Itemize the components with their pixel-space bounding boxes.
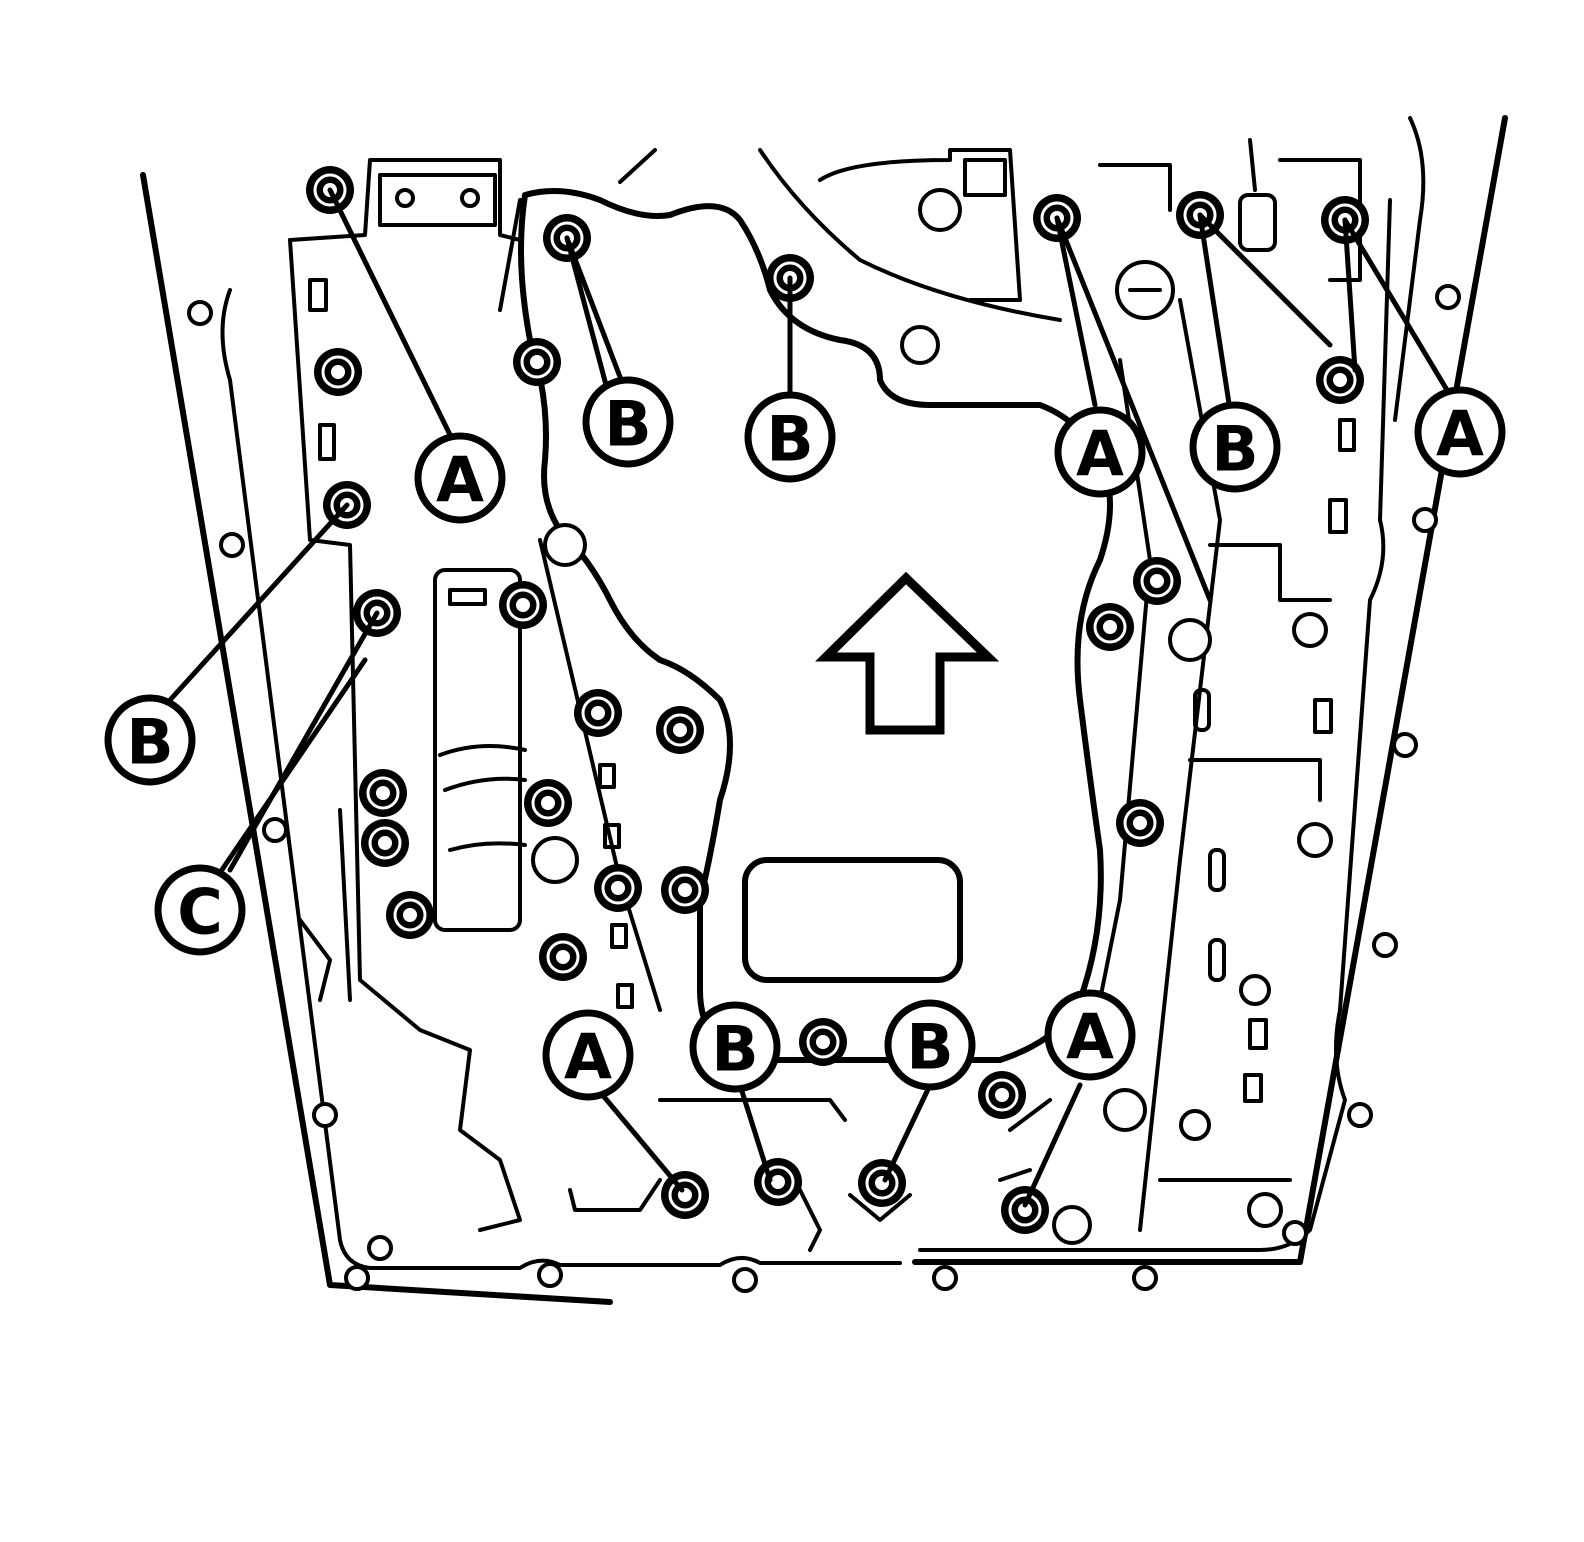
gasket-hole bbox=[219, 532, 245, 558]
callout-label: B bbox=[126, 706, 173, 779]
callout-label: A bbox=[1436, 398, 1484, 471]
gasket-hole bbox=[932, 1265, 958, 1291]
callout-b4: B bbox=[104, 694, 196, 786]
callout-a4: A bbox=[542, 1009, 634, 1101]
bolt-icon bbox=[799, 1018, 847, 1066]
bolts bbox=[306, 166, 1369, 1234]
bolt-icon bbox=[513, 338, 561, 386]
bolt-icon bbox=[539, 933, 587, 981]
left-side-components bbox=[288, 158, 962, 1232]
callout-b5: B bbox=[689, 1001, 781, 1093]
housing-outline bbox=[140, 115, 1508, 1305]
callout-circle bbox=[582, 376, 674, 468]
gasket-hole bbox=[732, 1267, 758, 1293]
callout-circle bbox=[884, 999, 976, 1091]
callout-circle bbox=[1189, 401, 1281, 493]
bolt-icon bbox=[594, 864, 642, 912]
callout-circle bbox=[414, 432, 506, 524]
callout-circle bbox=[1414, 386, 1506, 478]
callout-label: B bbox=[711, 1013, 758, 1086]
gasket-hole bbox=[1435, 284, 1461, 310]
bolt-icon bbox=[359, 769, 407, 817]
gasket-hole bbox=[1392, 732, 1418, 758]
callout-a2: A bbox=[1054, 406, 1146, 498]
left-bracket bbox=[378, 173, 497, 227]
callout-b2: B bbox=[744, 391, 836, 483]
callout-label: B bbox=[906, 1011, 953, 1084]
callout-circle bbox=[154, 864, 246, 956]
callout-c1: C bbox=[154, 864, 246, 956]
callout-circle bbox=[1044, 989, 1136, 1081]
gasket-hole bbox=[367, 1235, 393, 1261]
callout-a3: A bbox=[1414, 386, 1506, 478]
callout-b1: B bbox=[582, 376, 674, 468]
gasket-hole bbox=[537, 1262, 563, 1288]
callout-labels: A B B A B A B C A B B A bbox=[104, 376, 1506, 1101]
callout-circle bbox=[744, 391, 836, 483]
gasket-hole bbox=[344, 1265, 370, 1291]
callout-label: A bbox=[564, 1021, 612, 1094]
callout-circle bbox=[689, 1001, 781, 1093]
inspection-window bbox=[742, 857, 963, 983]
gasket-hole bbox=[1372, 932, 1398, 958]
callout-label: A bbox=[436, 444, 484, 517]
callout-label: A bbox=[1076, 418, 1124, 491]
bolt-icon bbox=[1116, 799, 1164, 847]
leader-lines bbox=[167, 187, 1453, 1208]
callout-circle bbox=[104, 694, 196, 786]
callout-label: B bbox=[1211, 413, 1258, 486]
callout-circle bbox=[1054, 406, 1146, 498]
gasket-hole bbox=[1347, 1102, 1373, 1128]
bolt-icon bbox=[661, 866, 709, 914]
gasket-hole bbox=[312, 1102, 338, 1128]
bolt-icon bbox=[1316, 356, 1364, 404]
bolt-icon bbox=[314, 348, 362, 396]
bolt-icon bbox=[754, 1158, 802, 1206]
bottom-components bbox=[568, 1098, 1052, 1252]
callout-label: B bbox=[604, 388, 651, 461]
bolt-icon bbox=[1086, 603, 1134, 651]
gasket-holes bbox=[187, 284, 1461, 1293]
up-arrow-icon bbox=[815, 571, 1000, 735]
callout-b6: B bbox=[884, 999, 976, 1091]
gasket-hole bbox=[187, 300, 213, 326]
bolt-icon bbox=[574, 689, 622, 737]
gasket-hole bbox=[1412, 507, 1438, 533]
right-connector bbox=[1238, 193, 1277, 252]
bolt-icon bbox=[656, 706, 704, 754]
callout-label: A bbox=[1066, 1001, 1114, 1074]
bolt-icon bbox=[858, 1159, 906, 1207]
callout-a5: A bbox=[1044, 989, 1136, 1081]
callout-label: B bbox=[766, 403, 813, 476]
bolt-icon bbox=[661, 1171, 709, 1219]
bolt-icon bbox=[978, 1071, 1026, 1119]
gasket-hole bbox=[1132, 1265, 1158, 1291]
right-side-components bbox=[818, 138, 1362, 1245]
bolt-icon bbox=[361, 819, 409, 867]
bolt-icon bbox=[499, 581, 547, 629]
gasket-hole bbox=[262, 817, 288, 843]
callout-label: C bbox=[177, 876, 223, 949]
bolt-icon bbox=[386, 891, 434, 939]
callout-a1: A bbox=[414, 432, 506, 524]
gasket-hole bbox=[1282, 1220, 1308, 1246]
bolt-icon bbox=[1133, 557, 1181, 605]
bolt-icon bbox=[1001, 1186, 1049, 1234]
callout-circle bbox=[542, 1009, 634, 1101]
callout-b3: B bbox=[1189, 401, 1281, 493]
bolt-icon bbox=[524, 779, 572, 827]
left-spool bbox=[433, 568, 522, 932]
